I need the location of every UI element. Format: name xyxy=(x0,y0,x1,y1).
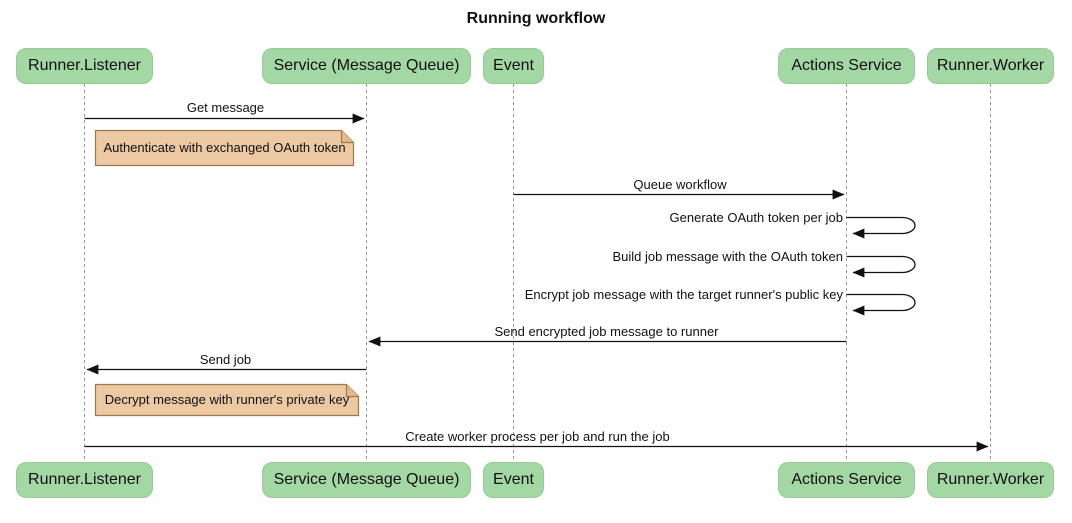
note-shapes xyxy=(94,129,360,417)
note-decrypt-private-key: Decrypt message with runner's private ke… xyxy=(104,392,350,407)
participant-top-service-message-queue: Service (Message Queue) xyxy=(262,48,471,84)
message-label-create-worker-process: Create worker process per job and run th… xyxy=(405,429,670,444)
message-label-get-message: Get message xyxy=(186,100,265,115)
note-shape-authenticate xyxy=(94,129,355,167)
self-arrow-build-job-message xyxy=(846,255,916,278)
message-label-queue-workflow: Queue workflow xyxy=(633,177,727,192)
message-label-build-job-message: Build job message with the OAuth token xyxy=(612,249,843,264)
participant-bottom-runner-listener: Runner.Listener xyxy=(16,462,153,498)
self-arrow-encrypt-job-message xyxy=(846,293,916,316)
lifelines xyxy=(84,84,991,462)
participant-bottom-actions-service: Actions Service xyxy=(778,462,915,498)
diagram-title: Running workflow xyxy=(466,10,606,27)
participant-bottom-service-message-queue: Service (Message Queue) xyxy=(262,462,471,498)
note-fold-decrypt xyxy=(345,384,359,398)
message-label-generate-oauth-token: Generate OAuth token per job xyxy=(669,210,843,225)
participant-bottom-event: Event xyxy=(483,462,544,498)
note-authenticate-oauth-token: Authenticate with exchanged OAuth token xyxy=(103,140,346,155)
participant-top-actions-service: Actions Service xyxy=(778,48,915,84)
participant-bottom-runner-worker: Runner.Worker xyxy=(927,462,1054,498)
participant-top-runner-listener: Runner.Listener xyxy=(16,48,153,84)
self-arrow-generate-oauth-token xyxy=(846,216,916,239)
message-arrows xyxy=(84,113,989,452)
participant-top-event: Event xyxy=(483,48,544,84)
message-label-send-encrypted-job: Send encrypted job message to runner xyxy=(494,324,719,339)
note-fold-authenticate xyxy=(340,130,354,144)
message-label-send-job: Send job xyxy=(199,352,252,367)
message-label-encrypt-job-message: Encrypt job message with the target runn… xyxy=(524,287,843,302)
participant-top-runner-worker: Runner.Worker xyxy=(927,48,1054,84)
note-shape-decrypt xyxy=(94,383,360,417)
